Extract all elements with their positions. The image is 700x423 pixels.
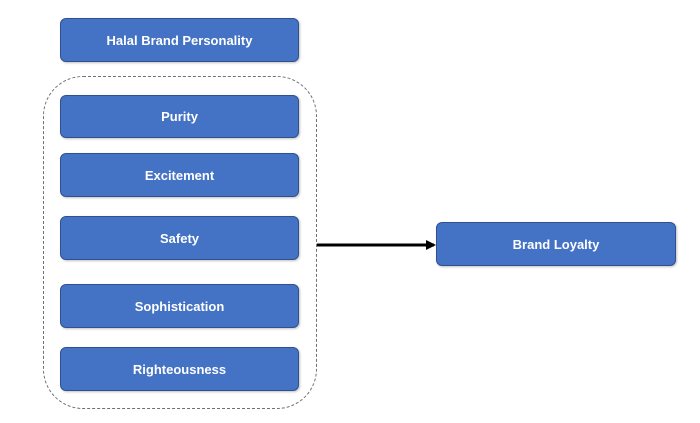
dimension-label: Sophistication — [134, 298, 225, 314]
outcome-label: Brand Loyalty — [512, 236, 600, 252]
dimensions-group-frame — [43, 76, 317, 409]
header-box: Halal Brand Personality — [60, 18, 299, 62]
dimension-label: Excitement — [144, 167, 215, 183]
dimension-label: Purity — [161, 109, 198, 124]
dimension-box-purity: Purity — [60, 95, 299, 138]
dimension-label: Righteousness — [132, 361, 227, 377]
dimension-label: Safety — [159, 230, 200, 246]
dimension-box-sophistication: Sophistication — [60, 284, 299, 328]
dimension-box-safety: Safety — [60, 216, 299, 260]
outcome-box: Brand Loyalty — [436, 222, 676, 266]
dimension-box-excitement: Excitement — [60, 153, 299, 197]
dimension-box-righteousness: Righteousness — [60, 347, 299, 391]
header-label: Halal Brand Personality — [106, 32, 253, 48]
